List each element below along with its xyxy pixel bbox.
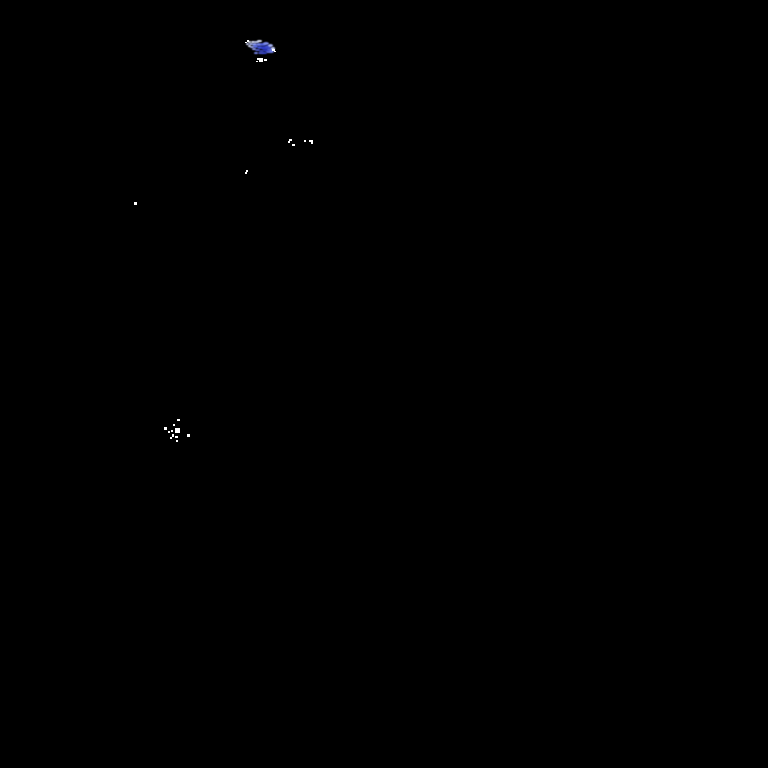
white-speck [187,434,190,437]
cloud-cell [250,46,254,48]
cloud-cell [246,43,249,45]
cloud-cell [251,41,255,43]
cloud-cell [265,45,271,49]
cloud-cell [271,47,275,50]
cloud-cell [259,50,264,52]
white-speck [246,170,248,172]
cloud-cell [263,49,270,52]
cloud-cell [248,41,251,43]
white-speck [259,60,263,62]
white-speck [168,431,170,433]
cloud-cell [254,41,259,43]
white-speck [304,140,306,142]
cloud-cell [258,52,264,54]
cloud-cell [261,46,268,50]
white-speck [175,428,180,433]
white-speck [173,424,175,426]
cloud-cell [254,52,258,54]
white-speck [311,142,313,144]
white-speck [164,427,167,430]
white-speck [256,61,258,62]
white-speck [272,49,275,51]
cloud-cell [269,50,274,53]
white-speck [177,419,180,421]
white-speck [309,140,313,142]
cloud-cell [255,49,260,51]
white-speck [134,202,137,205]
white-speck [289,139,292,141]
white-speck [172,434,174,437]
cloud-cell [256,43,262,46]
cloud-cell [257,40,262,42]
white-speck [288,141,290,143]
white-speck [264,59,267,61]
cloud-cell [253,45,258,48]
cloud-cell [252,43,257,46]
white-speck [257,58,263,60]
white-speck [171,430,173,432]
white-speck [245,172,247,174]
cloud-cell [257,46,263,49]
white-speck [292,144,295,146]
white-speck [274,51,276,52]
white-speck [247,40,249,42]
white-speck [175,436,178,438]
cloud-cell [249,43,253,45]
cloud-cell [263,42,269,45]
cloud-cell [267,48,273,51]
cloud-cell [262,52,267,54]
cloud-cell [252,48,256,50]
white-speck [245,42,247,43]
cloud-cell [248,45,251,47]
white-speck [170,437,172,439]
cloud-cell [268,44,273,47]
white-speck [176,440,178,442]
cloud-cell [266,51,271,53]
